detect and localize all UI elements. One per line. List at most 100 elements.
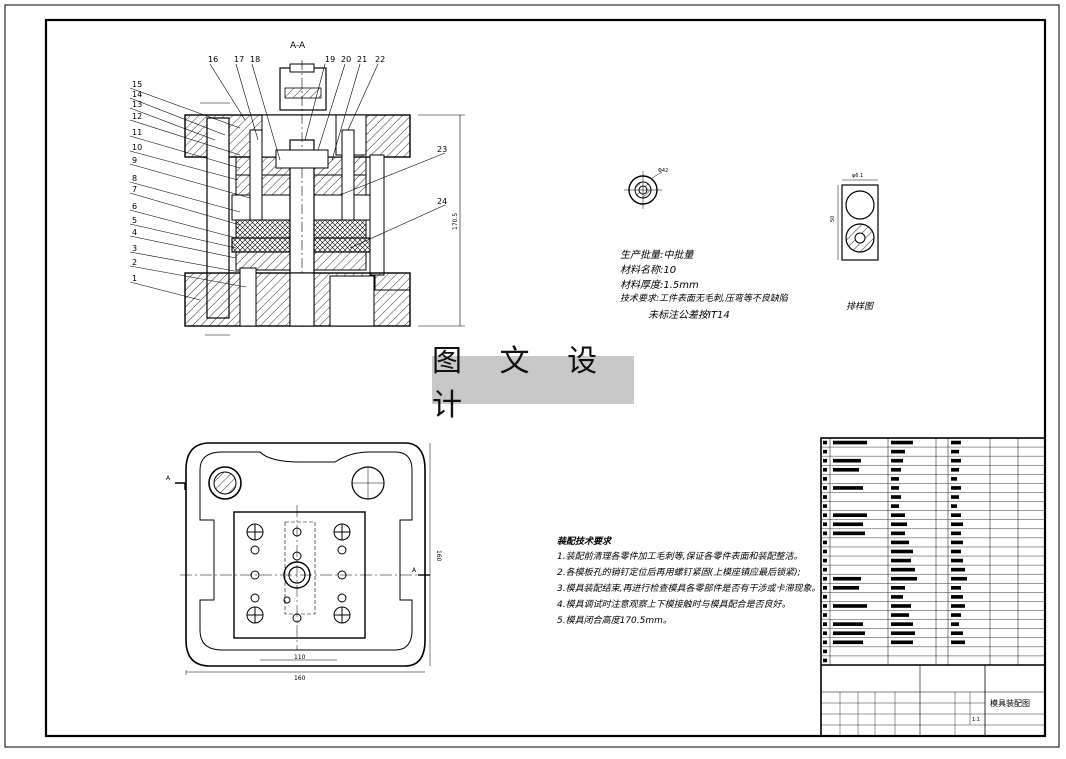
bom-cell-text — [951, 495, 959, 499]
bom-cell-text — [951, 540, 963, 545]
bom-cell-text — [891, 477, 899, 481]
bom-cell-text — [833, 440, 867, 445]
bom-cell-text — [833, 622, 863, 626]
bom-cell-text — [951, 522, 963, 527]
strip-dim-top: φ6.1 — [852, 173, 863, 179]
bom-cell-text — [891, 458, 903, 463]
bom-row-index — [823, 531, 827, 536]
bom-cell-text — [951, 576, 967, 581]
bom-cell-text — [951, 640, 965, 645]
part-17: 17 — [234, 55, 244, 64]
bom-cell-text — [891, 576, 917, 581]
spec-line-3: 材料厚度:1.5mm — [620, 280, 699, 291]
bom-cell-text — [891, 622, 913, 626]
bom-cell-text — [833, 631, 865, 636]
part-10: 10 — [132, 143, 142, 152]
bom-cell-text — [891, 495, 901, 499]
spec-line-1: 生产批量:中批量 — [620, 250, 694, 261]
bom-cell-text — [833, 586, 859, 590]
part-view — [624, 171, 663, 209]
bom-cell-text — [891, 504, 899, 508]
part-12: 12 — [132, 112, 142, 121]
bom-cell-text — [951, 631, 963, 636]
bom-cell-text — [891, 558, 911, 563]
part-13: 13 — [132, 100, 142, 109]
dim-inner-bottom: 110 — [294, 654, 306, 661]
strip-dim-left: 50 — [830, 216, 836, 222]
part-14: 14 — [132, 90, 142, 99]
plan-view-dims: 160 110 160 A A — [166, 475, 442, 682]
bom-row-index — [823, 486, 827, 490]
bom-cell-text — [951, 477, 957, 481]
bom-cell-text — [833, 458, 861, 463]
bom-cell-text — [951, 549, 961, 554]
part-4: 4 — [132, 228, 137, 237]
strip-layout — [837, 179, 879, 261]
spec-line-2: 材料名称:10 — [620, 265, 677, 276]
bom-cell-text — [951, 604, 965, 608]
section-marker-right: A — [412, 567, 417, 574]
bom-cell-text — [891, 586, 905, 590]
part-19: 19 — [325, 55, 335, 64]
part-24: 24 — [437, 197, 447, 206]
bom-row-index — [823, 549, 827, 554]
bom-cell-text — [951, 504, 957, 508]
bom-row-index — [823, 576, 827, 581]
bom-cell-text — [951, 558, 963, 563]
bom-rows — [821, 440, 1045, 663]
bom-row-index — [823, 513, 827, 517]
part-22: 22 — [375, 55, 385, 64]
bom-cell-text — [951, 567, 965, 572]
bom-row-index — [823, 586, 827, 590]
bom-row-index — [823, 640, 827, 645]
part-number-labels: 15 14 13 12 11 10 9 8 7 6 5 4 3 2 1 16 1… — [132, 55, 447, 283]
part-11: 11 — [132, 128, 142, 137]
bom-cell-text — [891, 549, 913, 554]
bom-cell-text — [951, 449, 959, 454]
bom-cell-text — [891, 531, 905, 536]
bom-row-index — [823, 658, 827, 663]
bom-row-index — [823, 477, 827, 481]
bom-cell-text — [891, 440, 913, 445]
part-16: 16 — [208, 55, 218, 64]
bom-row-index — [823, 622, 827, 626]
part-2: 2 — [132, 258, 137, 267]
bom-cell-text — [891, 631, 915, 636]
bom-cell-text — [833, 576, 861, 581]
section-view: A-A 170.5 — [184, 41, 465, 336]
drawing-scale: 1:1 — [972, 717, 980, 723]
bom-row-index — [823, 649, 827, 654]
part-18: 18 — [250, 55, 260, 64]
bom-cell-text — [891, 467, 901, 472]
bom-cell-text — [891, 513, 905, 517]
bom-row-index — [823, 613, 827, 617]
bom-row-index — [823, 449, 827, 454]
bom-cell-text — [891, 613, 909, 617]
bom-cell-text — [951, 595, 963, 599]
part-5: 5 — [132, 216, 137, 225]
dim-side: 160 — [435, 550, 442, 562]
requirements-title: 装配技术要求 — [557, 537, 612, 547]
watermark: 图 文 设 计 — [432, 344, 634, 423]
bom-cell-text — [951, 486, 961, 490]
requirement-4: 4.模具调试时注意观察上下模接触时与模具配合是否良好。 — [557, 600, 791, 610]
bom-cell-text — [833, 531, 865, 536]
part-1: 1 — [132, 274, 137, 283]
part-3: 3 — [132, 244, 137, 253]
bom-cell-text — [951, 622, 959, 626]
bom-row-index — [823, 504, 827, 508]
bom-cell-text — [951, 467, 959, 472]
strip-caption: 排样图 — [846, 302, 874, 312]
plan-view — [175, 442, 431, 675]
bom-row-index — [823, 522, 827, 527]
requirement-2: 2.各模板孔的销钉定位后再用螺钉紧固(上模座镇应最后锁紧); — [557, 568, 801, 578]
part-23: 23 — [437, 145, 447, 154]
bom-row-index — [823, 604, 827, 608]
section-marker-left: A — [166, 475, 171, 482]
bom-cell-text — [891, 449, 905, 454]
spec-line-5: 未标注公差按IT14 — [648, 310, 730, 321]
part-9: 9 — [132, 156, 137, 165]
title-block — [821, 665, 1045, 736]
bom-cell-text — [833, 513, 867, 517]
